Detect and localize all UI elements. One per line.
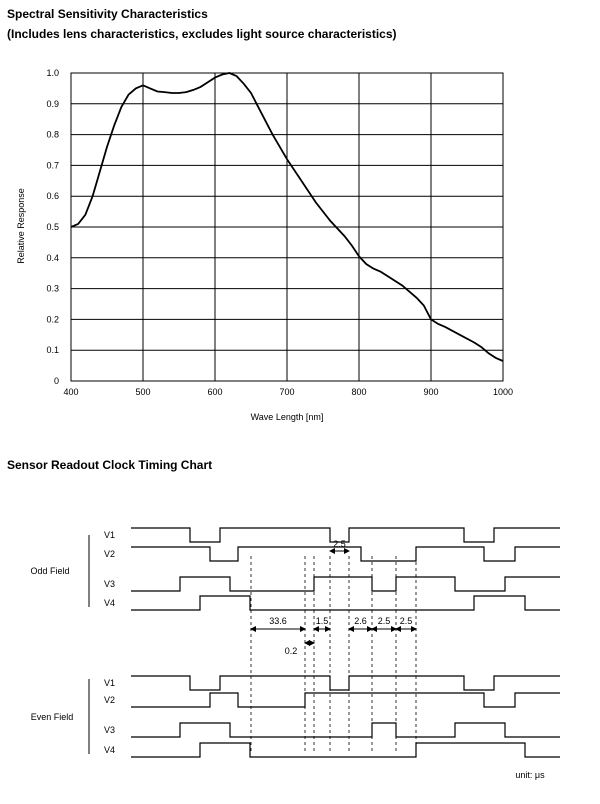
x-tick-label: 1000	[493, 387, 513, 397]
spectral-chart-title: Spectral Sensitivity Characteristics	[7, 7, 208, 21]
y-tick-label: 1.0	[46, 68, 59, 78]
spectral-chart-subtitle: (Includes lens characteristics, excludes…	[7, 27, 397, 41]
signal-label-v4: V4	[104, 598, 115, 608]
y-tick-label: 0.1	[46, 345, 59, 355]
timing-guides	[250, 556, 417, 752]
y-tick-label: 0.6	[46, 191, 59, 201]
timing-annotations: 33.6 0.2 1.5 2.5 2.6 2.5 2.5	[250, 539, 417, 656]
duration-label: 0.2	[285, 646, 298, 656]
x-tick-label: 800	[351, 387, 366, 397]
signal-label-v3: V3	[104, 725, 115, 735]
timing-chart-title: Sensor Readout Clock Timing Chart	[7, 458, 213, 472]
waveform-v4	[131, 595, 560, 611]
waveform-v3	[131, 576, 560, 592]
waveform-v2	[131, 692, 560, 708]
signal-label-v2: V2	[104, 549, 115, 559]
spectral-sensitivity-chart: 400 500 600 700 800 900 1000 0 0.1 0.2 0.3 0.4 0.5 0.…	[16, 68, 513, 422]
y-tick-label: 0.4	[46, 253, 59, 263]
x-tick-label: 600	[207, 387, 222, 397]
y-tick-label: 0.3	[46, 284, 59, 294]
x-tick-label: 500	[135, 387, 150, 397]
waveform-v1	[131, 675, 560, 691]
waveform-v4	[131, 742, 560, 758]
duration-label: 2.5	[333, 539, 346, 549]
duration-label: 2.5	[400, 616, 413, 626]
x-tick-label: 400	[63, 387, 78, 397]
duration-label: 1.5	[316, 616, 329, 626]
duration-label: 2.5	[378, 616, 391, 626]
waveform-v3	[131, 722, 560, 738]
duration-label: 2.6	[354, 616, 367, 626]
signal-label-v2: V2	[104, 695, 115, 705]
x-tick-label: 700	[279, 387, 294, 397]
y-tick-label: 0.9	[46, 99, 59, 109]
signal-label-v4: V4	[104, 745, 115, 755]
y-tick-label: 0.5	[46, 222, 59, 232]
unit-label: unit: μs	[515, 770, 545, 780]
y-tick-label: 0.2	[46, 314, 59, 324]
duration-label: 33.6	[269, 616, 287, 626]
group-label-even-field: Even Field	[31, 712, 74, 722]
relative-response-line	[70, 72, 504, 362]
y-axis-label: Relative Response	[16, 188, 26, 264]
signal-label-v3: V3	[104, 579, 115, 589]
x-tick-label: 900	[423, 387, 438, 397]
signal-label-v1: V1	[104, 530, 115, 540]
spectral-tick-labels: 400 500 600 700 800 900 1000 0 0.1 0.2 0.3 0.4 0.5 0.…	[46, 68, 513, 397]
y-tick-label: 0	[54, 376, 59, 386]
x-axis-label: Wave Length [nm]	[251, 412, 324, 422]
waveform-v2	[131, 546, 560, 562]
y-tick-label: 0.7	[46, 160, 59, 170]
signal-label-v1: V1	[104, 678, 115, 688]
waveform-v1	[131, 527, 560, 543]
y-tick-label: 0.8	[46, 130, 59, 140]
group-label-odd-field: Odd Field	[30, 566, 69, 576]
